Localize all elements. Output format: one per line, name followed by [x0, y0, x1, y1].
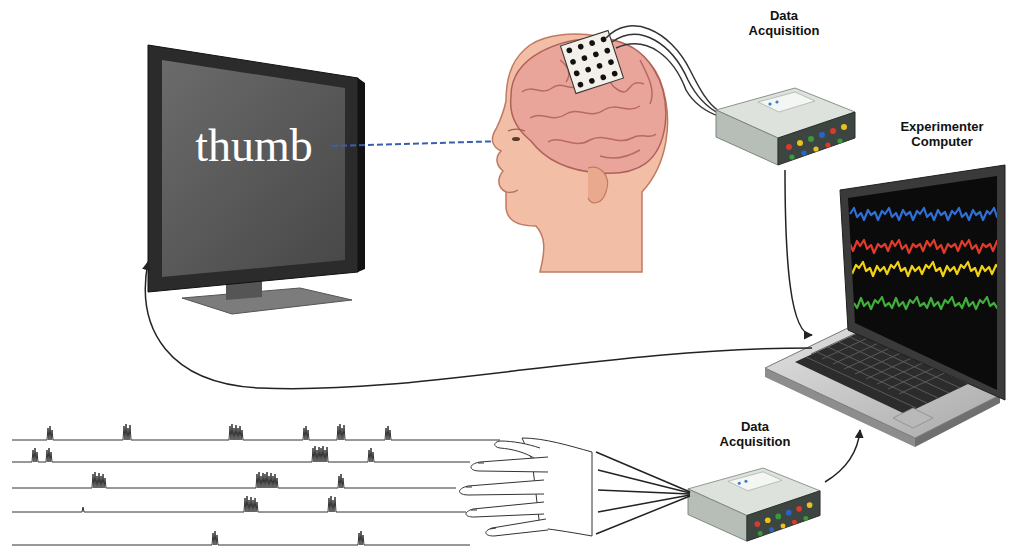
trace-green: [854, 297, 1024, 309]
finger: [466, 502, 544, 517]
experimenter-laptop: Experimenter Computer: [812, 118, 1005, 430]
emg-wire: [596, 452, 690, 492]
hand: [459, 438, 592, 536]
eyebrow: [508, 129, 525, 131]
gaze-line: [332, 141, 505, 146]
cable-connector: [145, 262, 812, 389]
electrode-wire: [612, 34, 720, 114]
laptop-screen: [848, 176, 997, 390]
emg-wire: [596, 496, 690, 534]
brain-fold: [600, 150, 640, 158]
brain-fold: [640, 60, 652, 104]
device-label: Experimenter Computer: [882, 120, 1002, 150]
touchpad: [893, 408, 933, 428]
electrode: [581, 55, 588, 62]
mouth: [506, 190, 518, 192]
cable-connector: [785, 170, 812, 335]
electrode-wire: [616, 44, 721, 117]
electrode: [600, 36, 607, 43]
electrode: [569, 58, 576, 65]
laptop: [765, 165, 1024, 447]
electrode: [592, 51, 599, 58]
emg-wires: [596, 452, 690, 534]
emg-wire: [598, 490, 690, 494]
electrode: [600, 74, 607, 81]
thumb-finger: [495, 441, 540, 458]
device-label: Data Acquisition: [734, 9, 834, 39]
daq-device: [716, 88, 855, 165]
electrode: [566, 47, 573, 54]
finger: [471, 457, 548, 472]
trace-yellow: [852, 262, 1024, 276]
emg-traces: [12, 424, 500, 545]
monitor: [148, 45, 365, 314]
electrode: [607, 59, 614, 66]
finger: [486, 519, 548, 536]
daq-device: [688, 468, 820, 541]
cable-connector: [825, 430, 860, 482]
electrode: [588, 77, 595, 84]
electrode: [585, 66, 592, 73]
emg-trace: [12, 496, 466, 512]
electrode: [604, 47, 611, 54]
electrode: [596, 62, 603, 69]
monitor-bezel: [148, 45, 358, 292]
emg-wire: [598, 495, 690, 512]
trace-blue: [850, 208, 1024, 220]
monitor-side: [358, 78, 365, 272]
stimulus-word: thumb: [158, 123, 350, 169]
electrode-wire: [606, 26, 719, 111]
screen-traces: [850, 208, 1024, 309]
stimulus-monitor: thumb: [148, 45, 360, 290]
monitor-stand-base: [182, 288, 352, 314]
electrode: [589, 39, 596, 46]
brain-fold: [522, 85, 580, 92]
eye: [512, 137, 520, 141]
emg-trace: [12, 531, 470, 545]
ear: [588, 167, 608, 203]
electrode: [577, 81, 584, 88]
emg-trace: [12, 424, 500, 440]
device-label: Data Acquisition: [710, 420, 800, 450]
laptop-lid: [840, 165, 1005, 400]
fingernail: [466, 463, 496, 529]
emg-trace: [12, 472, 456, 488]
emg-wire: [598, 470, 690, 493]
acquisition-unit: Data Acquisition: [688, 418, 825, 540]
electrode: [573, 70, 580, 77]
trace-red: [850, 240, 1024, 253]
brain-fold: [548, 134, 656, 143]
finger: [459, 480, 544, 495]
brain-fold: [530, 106, 640, 118]
acquisition-unit: Data Acquisition: [712, 5, 857, 170]
electrode: [577, 43, 584, 50]
electrode: [611, 70, 618, 77]
emg-trace: [12, 446, 470, 462]
